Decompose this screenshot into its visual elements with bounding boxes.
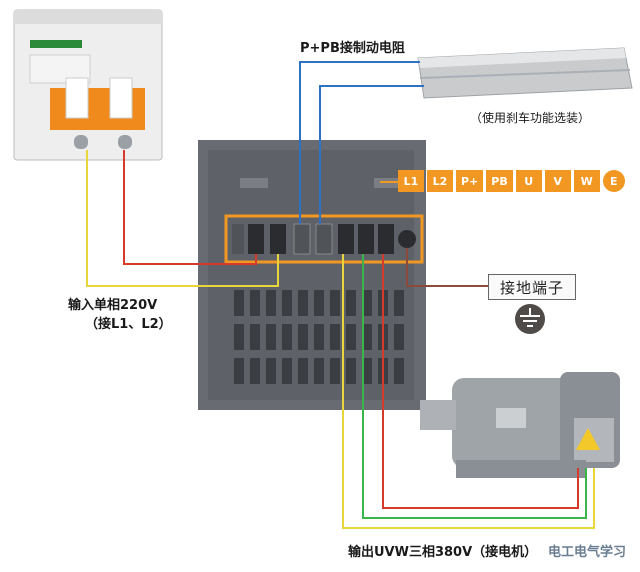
- ground-terminal-label: 接地端子: [488, 274, 576, 300]
- wires: [86, 61, 595, 529]
- terminal-pplus: P+: [456, 170, 484, 192]
- vent-slot: [282, 358, 292, 384]
- vent-slot: [362, 324, 372, 350]
- vent-slot: [362, 290, 372, 316]
- vent-slot: [250, 358, 260, 384]
- watermark-label: 电工电气学习: [548, 545, 627, 560]
- vent-slot: [314, 290, 324, 316]
- vent-slot: [234, 290, 244, 316]
- vent-slot: [266, 324, 276, 350]
- circuit-breaker: [13, 9, 163, 161]
- vent-slot: [394, 324, 404, 350]
- terminal-w: W: [573, 170, 600, 192]
- vent-slot: [266, 290, 276, 316]
- motor: [420, 372, 620, 478]
- terminal-l2: L2: [427, 170, 453, 192]
- vent-slot: [250, 324, 260, 350]
- vent-slot: [346, 290, 356, 316]
- vent-slot: [346, 324, 356, 350]
- terminal-e: E: [602, 170, 625, 192]
- vent-slot: [282, 290, 292, 316]
- vent-slot: [330, 358, 340, 384]
- vent-slot: [282, 324, 292, 350]
- vent-slot: [250, 290, 260, 316]
- vent-slot: [298, 324, 308, 350]
- vent-slot: [330, 324, 340, 350]
- vent-slot: [346, 358, 356, 384]
- vent-slot: [314, 324, 324, 350]
- vent-slots: [234, 290, 404, 384]
- output-label: 输出UVW三相380V（接电机）: [348, 545, 538, 560]
- vent-slot: [314, 358, 324, 384]
- vent-slot: [394, 290, 404, 316]
- input-label: 输入单相220V: [68, 298, 158, 313]
- ground-icon: [515, 304, 545, 334]
- vent-slot: [234, 358, 244, 384]
- brake-note-label: （使用刹车功能选装）: [470, 111, 591, 125]
- vent-slot: [234, 324, 244, 350]
- input-sub-label: （接L1、L2）: [85, 317, 172, 332]
- terminal-pb: PB: [486, 170, 513, 192]
- brake-resistor-label: P+PB接制动电阻: [300, 41, 405, 56]
- terminal-v: V: [544, 170, 571, 192]
- vent-slot: [298, 358, 308, 384]
- vent-slot: [266, 358, 276, 384]
- vent-slot: [298, 290, 308, 316]
- vent-slot: [330, 290, 340, 316]
- terminal-l1: L1: [398, 170, 424, 192]
- brake-resistor: [417, 47, 633, 99]
- vent-slot: [394, 358, 404, 384]
- terminal-u: U: [515, 170, 542, 192]
- vent-slot: [362, 358, 372, 384]
